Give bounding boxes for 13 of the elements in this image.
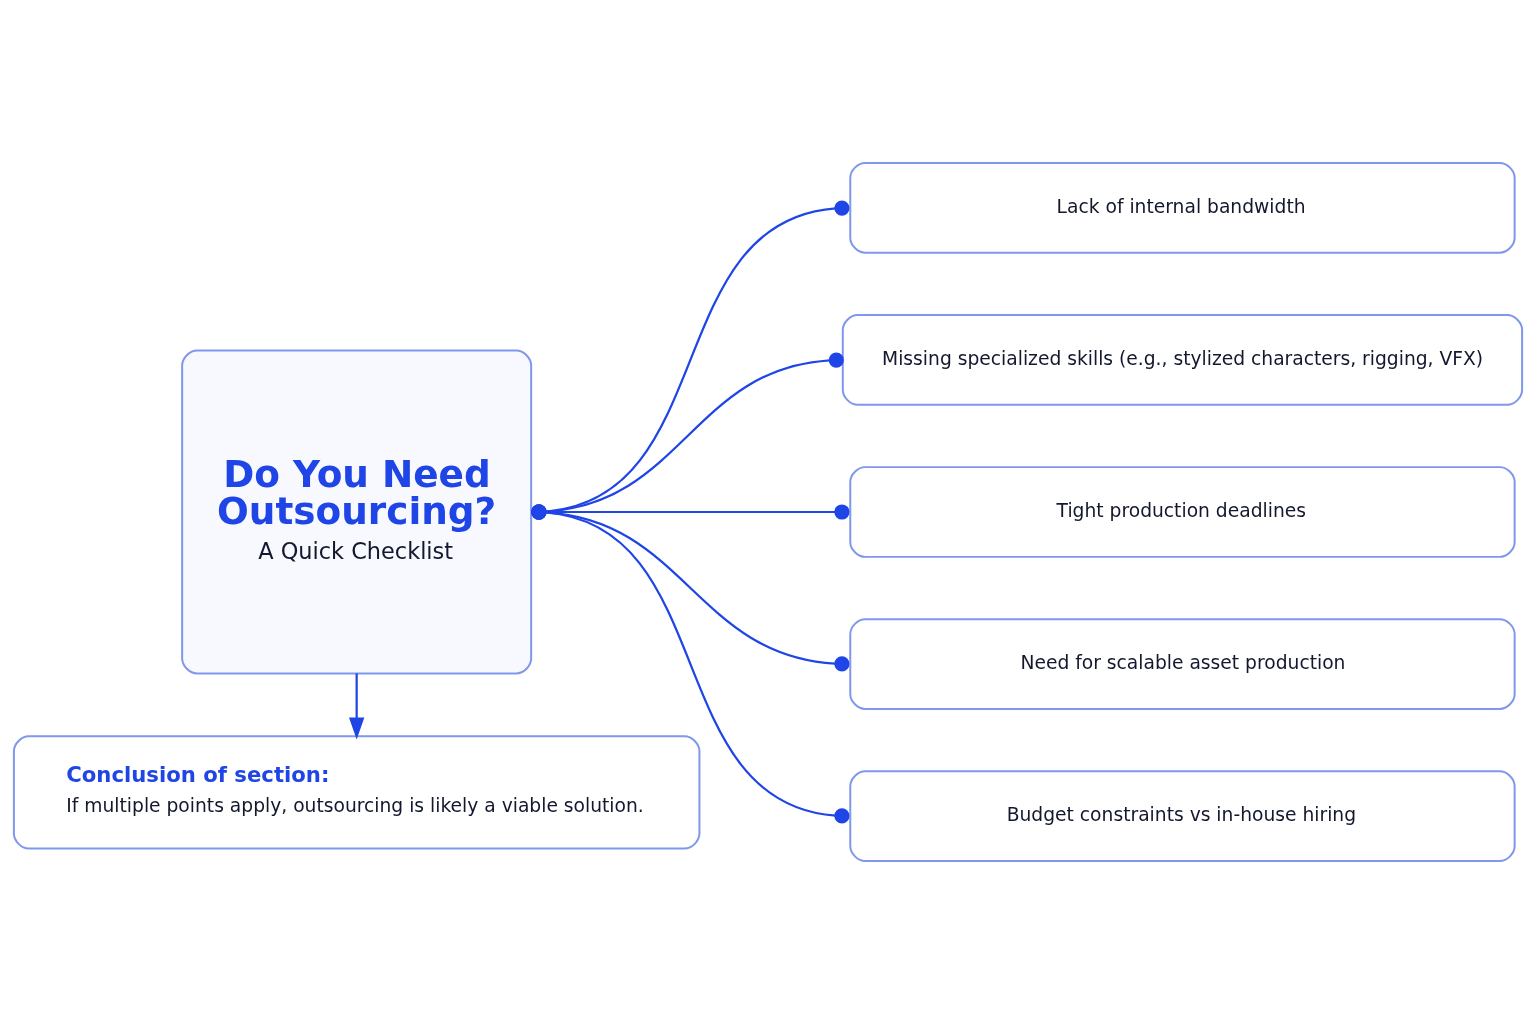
connector — [531, 200, 850, 520]
connector — [531, 504, 850, 520]
arrow — [348, 673, 365, 740]
node-box: Missing specialized skills (e.g., stylized characters, rigging, VFX) — [841, 314, 1524, 406]
connector — [531, 504, 850, 672]
node-box: Do You Need Outsourcing? A Quick Checklist — [181, 349, 533, 675]
node-box: Lack of internal bandwidth — [849, 162, 1516, 254]
node-box: Conclusion of section: If multiple points apply, outsourcing is likely a viable solution. — [12, 735, 701, 850]
node-box: Tight production deadlines — [849, 466, 1516, 558]
node-box: Budget constraints vs in-house hiring — [849, 770, 1516, 862]
node-box: Need for scalable asset production — [849, 618, 1516, 710]
connector — [531, 352, 844, 520]
connector — [531, 504, 850, 824]
